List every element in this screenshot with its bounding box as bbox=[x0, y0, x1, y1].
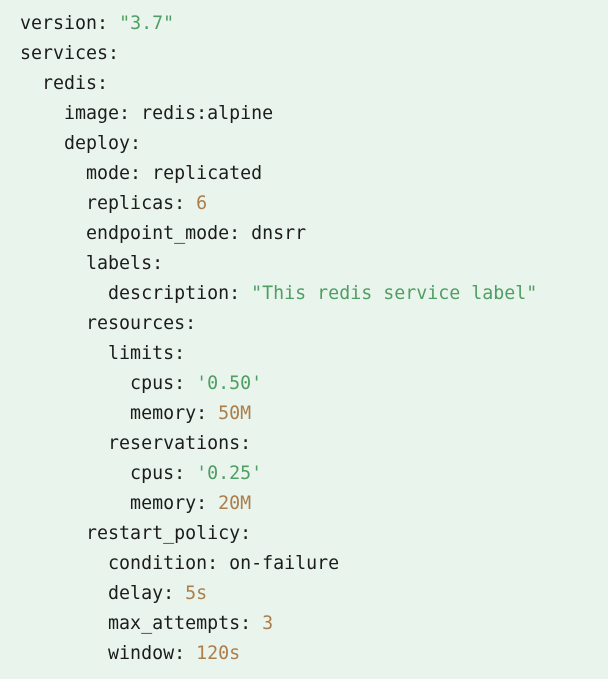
code-token-number: 3 bbox=[262, 613, 274, 634]
code-line: version: "3.7" bbox=[20, 9, 600, 39]
code-token-plain: image: redis:alpine bbox=[20, 103, 274, 124]
code-line: services: bbox=[20, 39, 600, 69]
code-token-number: 20M bbox=[218, 493, 252, 514]
code-line: restart_policy: bbox=[20, 519, 600, 549]
code-token-plain: condition: on-failure bbox=[20, 553, 340, 574]
code-line: endpoint_mode: dnsrr bbox=[20, 219, 600, 249]
code-line: cpus: '0.25' bbox=[20, 459, 600, 489]
code-line: resources: bbox=[20, 309, 600, 339]
code-token-plain: reservations: bbox=[20, 433, 252, 454]
code-token-number: 50M bbox=[218, 403, 252, 424]
code-token-plain: delay: bbox=[20, 583, 186, 604]
code-line: memory: 20M bbox=[20, 489, 600, 519]
code-line: redis: bbox=[20, 69, 600, 99]
code-token-plain: services: bbox=[20, 43, 120, 64]
code-token-plain: deploy: bbox=[20, 133, 142, 154]
code-token-number: 6 bbox=[196, 193, 208, 214]
code-line: deploy: bbox=[20, 129, 600, 159]
code-token-string: '0.25' bbox=[196, 463, 263, 484]
code-token-plain: labels: bbox=[20, 253, 164, 274]
code-token-plain: window: bbox=[20, 643, 197, 664]
code-token-plain: memory: bbox=[20, 493, 219, 514]
code-token-plain: limits: bbox=[20, 343, 186, 364]
code-token-string: '0.50' bbox=[196, 373, 263, 394]
code-token-plain: restart_policy: bbox=[20, 523, 252, 544]
code-token-plain: version: bbox=[20, 13, 120, 34]
code-line: max_attempts: 3 bbox=[20, 609, 600, 639]
code-line: image: redis:alpine bbox=[20, 99, 600, 129]
code-token-plain: redis: bbox=[20, 73, 109, 94]
code-token-plain: cpus: bbox=[20, 463, 197, 484]
code-line: labels: bbox=[20, 249, 600, 279]
code-token-plain: endpoint_mode: dnsrr bbox=[20, 223, 307, 244]
code-token-number: 120s bbox=[196, 643, 241, 664]
code-line: condition: on-failure bbox=[20, 549, 600, 579]
code-token-string: "3.7" bbox=[119, 13, 175, 34]
code-token-plain: resources: bbox=[20, 313, 197, 334]
code-line: replicas: 6 bbox=[20, 189, 600, 219]
code-line: description: "This redis service label" bbox=[20, 279, 600, 309]
code-token-plain: replicas: bbox=[20, 193, 197, 214]
code-token-plain: max_attempts: bbox=[20, 613, 263, 634]
code-line: reservations: bbox=[20, 429, 600, 459]
code-line: delay: 5s bbox=[20, 579, 600, 609]
code-token-plain: memory: bbox=[20, 403, 219, 424]
code-line: memory: 50M bbox=[20, 399, 600, 429]
code-line: cpus: '0.50' bbox=[20, 369, 600, 399]
code-line: limits: bbox=[20, 339, 600, 369]
code-token-plain: description: bbox=[20, 283, 252, 304]
code-token-string: "This redis service label" bbox=[251, 283, 538, 304]
code-token-number: 5s bbox=[185, 583, 208, 604]
code-token-plain: mode: replicated bbox=[20, 163, 263, 184]
code-line: window: 120s bbox=[20, 639, 600, 669]
code-line: mode: replicated bbox=[20, 159, 600, 189]
code-token-plain: cpus: bbox=[20, 373, 197, 394]
